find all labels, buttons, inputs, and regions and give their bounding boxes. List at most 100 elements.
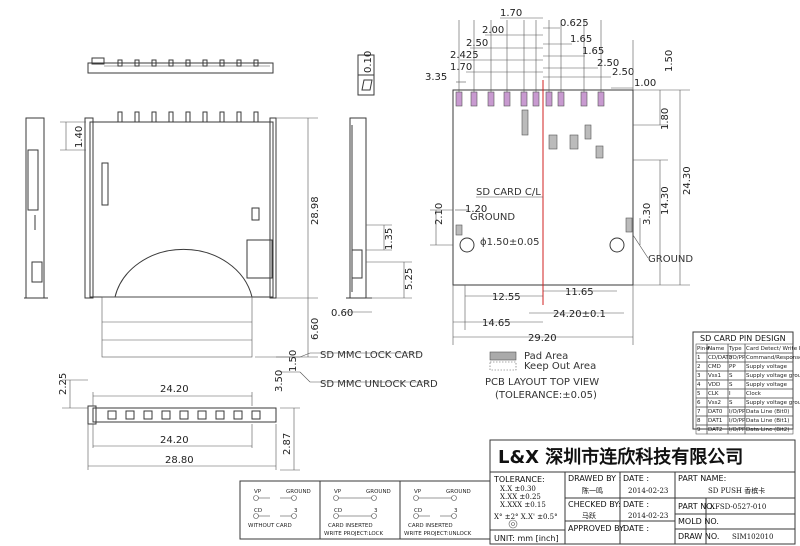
date-label-2: DATE : bbox=[623, 500, 649, 509]
top-view-pin bbox=[253, 59, 259, 67]
unlock-card-label: SD MMC UNLOCK CARD bbox=[320, 379, 438, 390]
front-view-pin bbox=[251, 410, 261, 420]
top-view-pin bbox=[134, 59, 140, 67]
switch-caption-2: WRITE PROJECT:UNLOCK bbox=[404, 531, 472, 537]
dim-1-40: 1.40 bbox=[74, 126, 85, 148]
dim-2-10: 2.10 bbox=[434, 203, 445, 225]
date-1: 2014-02-23 bbox=[628, 487, 668, 495]
switch-contact bbox=[253, 513, 259, 519]
pcb-top-dim: 1.00 bbox=[634, 78, 656, 89]
card-callouts: SD MMC LOCK CARD SD MMC UNLOCK CARD 1.50… bbox=[255, 350, 438, 392]
front-view-pin bbox=[143, 410, 153, 420]
top-view-pin bbox=[151, 59, 157, 67]
dim-5-25: 5.25 bbox=[404, 268, 415, 290]
dim-28-98: 28.98 bbox=[310, 196, 321, 225]
pcb-pad bbox=[597, 91, 605, 107]
table-cell-text: I/O/PP bbox=[729, 355, 746, 361]
table-cell-text: DAT0 bbox=[708, 409, 723, 415]
table-cell-text: Supply voltage ground bbox=[746, 400, 800, 406]
switch-label-ground: GROUND bbox=[286, 489, 311, 495]
switch-label-cd: CD bbox=[414, 508, 422, 514]
top-view-pin bbox=[168, 59, 174, 67]
table-cell-text: Data Line (Bit0) bbox=[746, 409, 789, 415]
main-view-pin bbox=[151, 111, 157, 123]
switch-label-vp: VP bbox=[334, 489, 342, 495]
pcb-top-dim: 2.00 bbox=[482, 25, 504, 36]
dim-24-20-top: 24.20 bbox=[160, 384, 189, 395]
table-cell-text: S bbox=[729, 400, 733, 406]
main-view-pin bbox=[117, 111, 123, 123]
ground-label-left: GROUND bbox=[470, 212, 515, 223]
main-view-pin bbox=[185, 111, 191, 123]
switch-contact bbox=[451, 513, 457, 519]
pcb-layout-title: PCB LAYOUT TOP VIEW bbox=[485, 377, 599, 388]
pcb-layout: SD CARD C/L GROUND ϕ1.50±0.05 GROUND 24.… bbox=[425, 8, 693, 345]
table-header-text: Pin# bbox=[697, 346, 710, 352]
table-cell-text: CLK bbox=[708, 391, 719, 397]
table-header-text: Name bbox=[708, 346, 725, 352]
top-view-pin bbox=[202, 59, 208, 67]
table-cell-text: I/O/PP bbox=[729, 427, 746, 433]
pcb-pad bbox=[532, 91, 540, 107]
dim-28-80: 28.80 bbox=[165, 455, 194, 466]
dim-29-20: 29.20 bbox=[528, 333, 557, 344]
front-view-pin bbox=[161, 410, 171, 420]
switch-contact bbox=[333, 495, 339, 501]
dim-6-60: 6.60 bbox=[310, 318, 321, 340]
pcb-top-dim: 1.65 bbox=[582, 46, 604, 57]
switch-contact bbox=[333, 513, 339, 519]
dim-24-20-bottom: 24.20 bbox=[160, 435, 189, 446]
unit-label: UNIT: mm [inch] bbox=[494, 534, 559, 543]
part-no-value: XFSD-0527-010 bbox=[710, 503, 766, 511]
table-cell-text: 5 bbox=[697, 391, 701, 397]
front-view-pin bbox=[197, 410, 207, 420]
table-cell-text: 6 bbox=[697, 400, 701, 406]
switch-caption: WITHOUT CARD bbox=[248, 523, 292, 529]
switch-contact bbox=[291, 513, 297, 519]
pcb-top-dim: 1.65 bbox=[570, 34, 592, 45]
title-block: L&X 深圳市连欣科技有限公司 TOLERANCE: X.X ±0.30 X.X… bbox=[489, 439, 796, 545]
dim-14-30: 14.30 bbox=[660, 186, 671, 215]
date-label-3: DATE : bbox=[623, 524, 649, 533]
drawed-by-label: DRAWED BY : bbox=[568, 474, 621, 483]
table-cell-text: S bbox=[729, 382, 733, 388]
dim-1-50: 1.50 bbox=[288, 350, 299, 372]
dim-12-55: 12.55 bbox=[492, 292, 521, 303]
table-cell-text: I bbox=[729, 391, 731, 397]
pcb-top-dim: 1.70 bbox=[450, 62, 472, 73]
front-view-pin bbox=[233, 410, 243, 420]
table-header-text: Card Detect/ Write Protect bbox=[746, 346, 800, 352]
pcb-pad bbox=[520, 91, 528, 107]
part-no-label: PART NO. bbox=[678, 502, 715, 511]
table-cell-text: 8 bbox=[697, 418, 701, 424]
left-side-view bbox=[24, 117, 48, 299]
pcb-pad bbox=[503, 91, 511, 107]
sd-card-cl-label: SD CARD C/L bbox=[476, 187, 541, 198]
ground-label-right: GROUND bbox=[648, 254, 693, 265]
main-view-pin bbox=[202, 111, 208, 123]
table-cell-text: DAT2 bbox=[708, 427, 722, 433]
pcb-pad bbox=[580, 91, 588, 107]
approved-by-label: APPROVED BY: bbox=[568, 524, 626, 533]
pcb-top-dim: 2.50 bbox=[597, 58, 619, 69]
dim-24-30: 24.30 bbox=[682, 166, 693, 195]
front-view-pin bbox=[125, 410, 135, 420]
switch-label-ground: GROUND bbox=[366, 489, 391, 495]
drawed-by-value: 陈一鸣 bbox=[582, 486, 603, 495]
main-view-pin bbox=[168, 111, 174, 123]
switch-contact bbox=[291, 495, 297, 501]
right-side-view: 1.35 5.25 6.60 0.60 bbox=[276, 117, 415, 358]
dim-14-65: 14.65 bbox=[482, 318, 511, 329]
checked-by-label: CHECKED BY: bbox=[568, 500, 621, 509]
front-view-pin bbox=[179, 410, 189, 420]
flatness-callout: 0.10 bbox=[357, 51, 375, 96]
pcb-pad bbox=[487, 91, 495, 107]
pcb-top-dim: 2.425 bbox=[450, 50, 479, 61]
pcb-top-dim: 2.50 bbox=[612, 67, 634, 78]
table-cell-text: PP bbox=[729, 364, 736, 370]
tolerance-4: X° ±2° X.X' ±0.5° bbox=[494, 513, 558, 521]
draw-no-value: SIM102010 bbox=[732, 533, 773, 541]
table-cell-text: 1 bbox=[697, 355, 701, 361]
switch-caption-2: WRITE PROJECT:LOCK bbox=[324, 531, 384, 537]
